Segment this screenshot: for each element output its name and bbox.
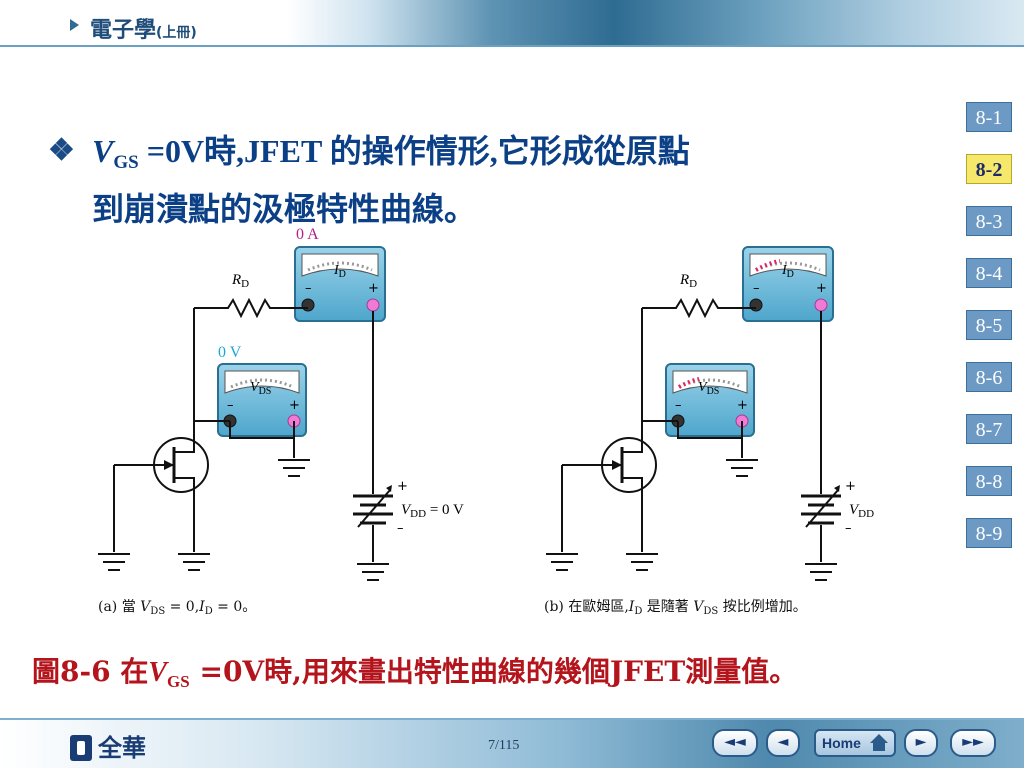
publisher-logo: 全華 xyxy=(70,728,146,763)
plus-sign: + xyxy=(816,281,827,296)
minus-sign: – xyxy=(305,281,312,296)
title-rest: =0V時,JFET 的操作情形,它形成從原點 xyxy=(138,133,690,169)
vds-meter-b: VDS – + xyxy=(665,363,755,437)
id-meter-a: ID – + xyxy=(294,246,386,322)
nav-next-button[interactable]: ► xyxy=(904,729,938,757)
plus-sign: + xyxy=(289,398,300,413)
sidebar-item-8-8[interactable]: 8-8 xyxy=(966,466,1012,496)
bullet-icon: ❖ xyxy=(48,133,75,168)
circuit-a: 0 A 0 V ID – + VDS – + RD xyxy=(98,226,464,617)
nav-prev-button[interactable]: ◄ xyxy=(766,729,800,757)
id-meter-b: ID – + xyxy=(742,246,834,322)
book-subtitle: (上冊) xyxy=(156,25,197,41)
vds-reading-a: 0 V xyxy=(218,344,242,361)
id-reading-a: 0 A xyxy=(296,226,319,243)
book-title: 電子學(上冊) xyxy=(76,12,197,44)
title-line2: 到崩潰點的汲極特性曲線。 xyxy=(92,190,477,228)
minus-sign: – xyxy=(397,521,404,536)
title-v: V xyxy=(92,133,114,169)
sidebar-item-8-4[interactable]: 8-4 xyxy=(966,258,1012,288)
caption-b: (b) 在歐姆區,ID 是隨著 VDS 按比例增加。 xyxy=(544,599,807,617)
sidebar-item-8-5[interactable]: 8-5 xyxy=(966,310,1012,340)
last-arrow-icon: ►► xyxy=(950,729,996,757)
circuit-b: ID – + VDS – + RD xyxy=(544,246,874,617)
sidebar-item-8-1[interactable]: 8-1 xyxy=(966,102,1012,132)
minus-sign: – xyxy=(845,521,852,536)
circuit-figure: 0 A 0 V ID – + VDS – + RD xyxy=(98,226,874,617)
caption-label: 圖8-6 xyxy=(32,655,121,688)
home-icon xyxy=(870,734,888,751)
vdd-label-a: VDD = 0 V xyxy=(401,502,464,520)
publisher-mark-icon xyxy=(70,735,92,761)
minus-sign: – xyxy=(227,398,234,413)
publisher-name: 全華 xyxy=(98,734,146,762)
plus-sign: + xyxy=(368,281,379,296)
sidebar-item-8-2[interactable]: 8-2 xyxy=(966,154,1012,184)
slide-title: VGS =0V時,JFET 的操作情形,它形成從原點 到崩潰點的汲極特性曲線。 xyxy=(92,128,932,232)
minus-sign: – xyxy=(753,281,760,296)
vds-meter-a: VDS – + xyxy=(217,363,307,437)
figure-caption: 圖8-6 在VGS =0V時,用來畫出特性曲線的幾個JFET測量值。 xyxy=(32,650,797,692)
caption-v: V xyxy=(148,657,168,688)
footer-rule xyxy=(0,718,1024,720)
caption-rest: =0V時,用來畫出特性曲線的幾個JFET測量值。 xyxy=(189,655,798,688)
plus-sign: + xyxy=(397,479,408,494)
rd-label-a: RD xyxy=(231,272,249,290)
sidebar-item-8-9[interactable]: 8-9 xyxy=(966,518,1012,548)
home-label: Home xyxy=(822,735,861,751)
caption-prefix: 在 xyxy=(120,655,149,688)
plus-sign: + xyxy=(737,398,748,413)
prev-arrow-icon: ◄ xyxy=(766,729,800,757)
caption-a: (a) 當 VDS = 0,ID = 0。 xyxy=(98,599,256,617)
page-number: 7/115 xyxy=(488,738,520,753)
minus-sign: – xyxy=(675,398,682,413)
rd-label-b: RD xyxy=(679,272,697,290)
vdd-label-b: VDD xyxy=(849,502,874,520)
vds-meter-label-a: VDS xyxy=(250,380,271,397)
nav-first-button[interactable]: ◄◄ xyxy=(712,729,758,757)
header-banner xyxy=(0,0,1024,46)
sidebar-item-8-3[interactable]: 8-3 xyxy=(966,206,1012,236)
triangle-icon xyxy=(70,19,79,31)
header-rule xyxy=(0,45,1024,47)
caption-sub: GS xyxy=(167,672,190,691)
next-arrow-icon: ► xyxy=(904,729,938,757)
book-title-text: 電子學 xyxy=(90,18,157,43)
nav-last-button[interactable]: ►► xyxy=(950,729,996,757)
vds-meter-label-b: VDS xyxy=(698,380,719,397)
title-sub: GS xyxy=(113,152,139,173)
plus-sign: + xyxy=(845,479,856,494)
id-meter-label-a: ID xyxy=(333,263,346,280)
id-meter-label-b: ID xyxy=(781,263,794,280)
chapter-sidebar: 8-1 8-2 8-3 8-4 8-5 8-6 8-7 8-8 8-9 xyxy=(966,102,1014,570)
home-button[interactable]: Home xyxy=(814,729,896,757)
sidebar-item-8-7[interactable]: 8-7 xyxy=(966,414,1012,444)
first-arrow-icon: ◄◄ xyxy=(712,729,758,757)
sidebar-item-8-6[interactable]: 8-6 xyxy=(966,362,1012,392)
